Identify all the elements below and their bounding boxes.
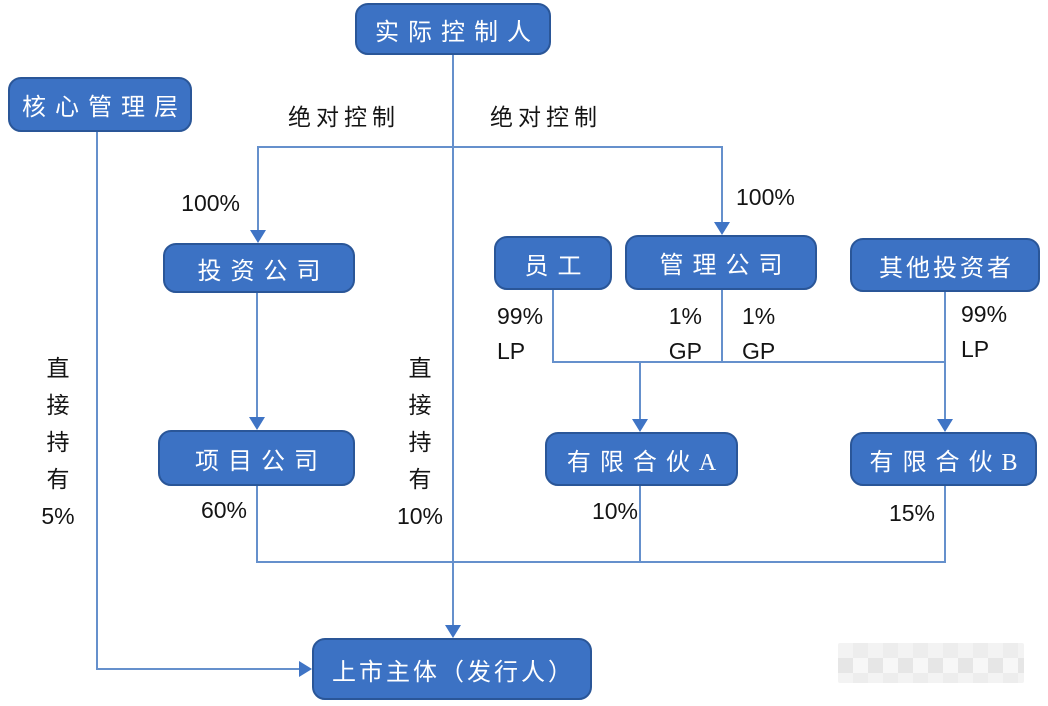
- connector-right-elbow-down: [721, 147, 723, 223]
- connector-project-to-bus: [256, 486, 258, 563]
- watermark-mosaic: [838, 643, 1024, 683]
- label-mgmt-right-role: GP: [742, 338, 776, 364]
- label-lp-b-pct: 15%: [888, 500, 935, 526]
- node-limited-partnership-b: 有限合伙B: [850, 432, 1037, 486]
- connector-top-branch: [257, 146, 723, 148]
- label-direct-holding-10pct: 直 接 持 有 10%: [396, 356, 444, 529]
- connector-management-down: [721, 290, 723, 362]
- connector-left-elbow-down: [257, 147, 259, 231]
- arrowhead-into-project-company: [249, 417, 265, 430]
- label-mgmt-left-pct: 1%: [668, 303, 702, 329]
- connector-lp-b-to-bus: [944, 486, 946, 563]
- connector-other-investors-drop: [944, 292, 946, 420]
- connector-core-to-listed: [96, 668, 302, 670]
- arrowhead-into-management-company: [714, 222, 730, 235]
- label-mgmt-left-role: GP: [668, 338, 702, 364]
- label-absolute-control-left: 绝对控制: [288, 105, 400, 130]
- label-lp-a-pct: 10%: [591, 498, 638, 524]
- connector-bottom-bus: [256, 561, 946, 563]
- node-management-company: 管理公司: [625, 235, 817, 290]
- node-actual-controller: 实际控制人: [355, 3, 551, 55]
- connector-lp-a-to-bus: [639, 486, 641, 563]
- node-other-investors: 其他投资者: [850, 238, 1040, 292]
- node-employees: 员工: [494, 236, 612, 290]
- node-project-company: 项目公司: [158, 430, 355, 486]
- label-project-company-pct: 60%: [200, 497, 247, 523]
- connector-employees-down: [552, 290, 554, 362]
- connector-investment-to-project: [256, 293, 258, 418]
- label-employees-role: LP: [497, 338, 526, 364]
- label-other-investors-role: LP: [961, 336, 990, 362]
- label-100pct-right: 100%: [736, 184, 795, 210]
- arrowhead-into-investment-company: [250, 230, 266, 243]
- label-mgmt-right-pct: 1%: [742, 303, 776, 329]
- label-employees-pct: 99%: [497, 303, 544, 329]
- node-investment-company: 投资公司: [163, 243, 355, 293]
- label-direct-holding-5pct: 直 接 持 有 5%: [41, 356, 75, 529]
- node-core-management: 核心管理层: [8, 77, 192, 132]
- arrowhead-into-lp-b: [937, 419, 953, 432]
- arrowhead-into-listed-entity-left: [299, 661, 312, 677]
- label-absolute-control-right: 绝对控制: [490, 105, 602, 130]
- label-other-investors-pct: 99%: [961, 301, 1008, 327]
- arrowhead-into-listed-entity-top: [445, 625, 461, 638]
- connector-controller-down: [452, 55, 454, 147]
- node-limited-partnership-a: 有限合伙A: [545, 432, 738, 486]
- node-listed-entity: 上市主体（发行人）: [312, 638, 592, 700]
- connector-gp-lp-bus: [552, 361, 946, 363]
- connector-core-management-down: [96, 132, 98, 669]
- connector-center-spine: [452, 147, 454, 626]
- connector-drop-to-lp-a: [639, 362, 641, 420]
- label-100pct-left: 100%: [181, 190, 240, 216]
- arrowhead-into-lp-a: [632, 419, 648, 432]
